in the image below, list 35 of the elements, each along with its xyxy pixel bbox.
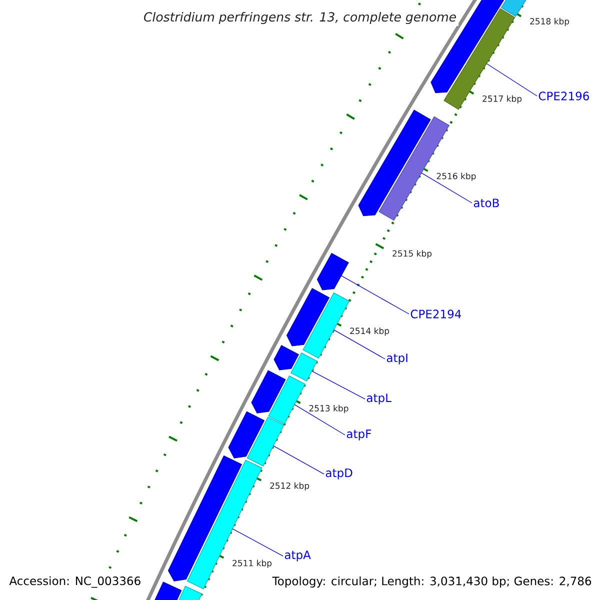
gene-block [358,110,431,216]
scale-label: 2512 kbp [270,482,310,491]
gene-label: atpA [284,550,311,562]
gene-block [228,411,265,458]
scale-label: 2517 kbp [482,95,522,104]
leader-line [421,172,472,204]
gene-label: atpF [346,430,371,440]
scale-label: 2514 kbp [350,328,390,336]
title: Clostridium perfringens str. 13, complete genome [141,10,459,26]
leader-line [486,63,538,96]
accession-text: Accession: NC_003366 [8,575,142,589]
leader-line [273,446,324,474]
scale-label: 2513 kbp [309,404,348,414]
gene-label: atpD [326,468,352,480]
gene-block [274,345,300,370]
leader-line [232,528,284,556]
scale-label: 2515 kbp [392,250,432,258]
scale-label: 2518 kbp [530,18,570,26]
leader-line [312,370,366,400]
leader-line [340,275,410,314]
gene-label: atoB [474,198,499,208]
gene-bar [246,416,284,466]
scale-label: 2511 kbp [232,560,272,568]
leader-line [333,330,386,360]
genome-info-text: Topology: circular; Length: 3,031,430 bp; Genes: 2,786 [271,575,593,589]
scale-label: 2516 kbp [436,172,476,181]
gene-bar [268,376,306,424]
gene-block [316,252,349,290]
gene-block [251,370,286,414]
gene-label: CPE2194 [410,310,462,318]
leader-line [294,404,346,436]
gene-label: atpL [366,394,392,404]
gene-block [286,288,330,346]
gene-label: CPE2196 [538,92,589,100]
gene-label: atpI [386,354,408,364]
